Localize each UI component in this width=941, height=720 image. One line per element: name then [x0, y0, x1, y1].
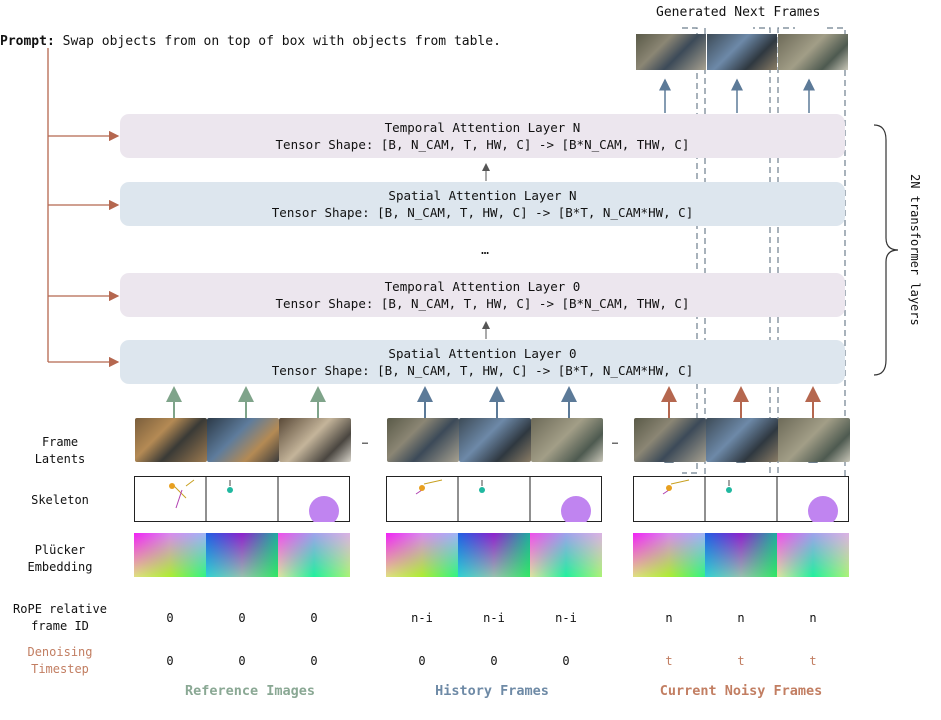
between-dots: …	[362, 436, 369, 447]
frame-image	[778, 418, 850, 462]
layer-title: Temporal Attention Layer 0	[384, 279, 581, 294]
denoising-label: Denoising Timestep	[0, 644, 120, 678]
plucker-map	[206, 533, 278, 577]
rope-value: n	[665, 611, 673, 625]
rope-value: n-i	[483, 611, 505, 625]
label-line: Frame	[41, 435, 79, 449]
plucker-map	[530, 533, 602, 577]
generated-frame-image	[707, 34, 777, 70]
reference-skeleton	[134, 476, 350, 522]
temporal-attention-layer-0: Temporal Attention Layer 0 Tensor Shape:…	[120, 273, 845, 317]
generated-frame-image	[778, 34, 848, 70]
reference-frames	[135, 418, 351, 462]
frame-latents-label: Frame Latents	[0, 434, 120, 468]
frame-image	[531, 418, 603, 462]
between-dots: …	[612, 436, 619, 447]
history-frames	[387, 418, 603, 462]
rope-value: 0	[166, 611, 174, 625]
prompt-label: Prompt:	[0, 34, 55, 49]
timestep-value: 0	[310, 654, 318, 668]
layer-title: Temporal Attention Layer N	[384, 120, 581, 135]
label-line: Latents	[34, 452, 86, 466]
spatial-attention-layer-n: Spatial Attention Layer N Tensor Shape: …	[120, 182, 845, 226]
reference-images-title: Reference Images	[184, 683, 316, 699]
rope-value: n-i	[411, 611, 433, 625]
frame-image	[706, 418, 778, 462]
frame-image	[207, 418, 279, 462]
current-noisy-frames-title: Current Noisy Frames	[659, 683, 823, 699]
transformer-layers-label: 2N transformer layers	[908, 174, 922, 326]
label-line: frame ID	[31, 619, 89, 633]
generated-frames	[636, 34, 850, 70]
spatial-attention-layer-0: Spatial Attention Layer 0 Tensor Shape: …	[120, 340, 845, 384]
layer-title: Spatial Attention Layer 0	[388, 346, 577, 361]
reference-timestep: 0 0 0	[134, 654, 350, 668]
plucker-map	[386, 533, 458, 577]
layer-shape: Tensor Shape: [B, N_CAM, T, HW, C] -> [B…	[275, 296, 690, 311]
rope-label: RoPE relative frame ID	[0, 601, 120, 635]
layer-shape: Tensor Shape: [B, N_CAM, T, HW, C] -> [B…	[271, 363, 694, 378]
skeleton-label: Skeleton	[31, 493, 89, 507]
frame-image	[634, 418, 706, 462]
timestep-value: 0	[418, 654, 426, 668]
timestep-value: t	[737, 654, 745, 668]
frame-image	[135, 418, 207, 462]
timestep-value: t	[665, 654, 673, 668]
rope-value: 0	[310, 611, 318, 625]
plucker-label: Plücker Embedding	[0, 542, 120, 576]
rope-value: n-i	[555, 611, 577, 625]
generated-frames-title: Generated Next Frames	[656, 5, 821, 20]
reference-rope: 0 0 0	[134, 611, 350, 625]
temporal-attention-layer-n: Temporal Attention Layer N Tensor Shape:…	[120, 114, 845, 158]
layer-title: Spatial Attention Layer N	[388, 188, 577, 203]
plucker-map	[777, 533, 849, 577]
frame-image	[459, 418, 531, 462]
current-rope: n n n	[633, 611, 849, 625]
plucker-map	[134, 533, 206, 577]
plucker-map	[705, 533, 777, 577]
plucker-map	[458, 533, 530, 577]
layers-ellipsis: …	[481, 243, 489, 258]
history-skeleton	[386, 476, 602, 522]
label-line: Plücker	[34, 543, 86, 557]
rope-value: n	[809, 611, 817, 625]
timestep-value: t	[809, 654, 817, 668]
history-plucker	[386, 533, 602, 577]
frame-image	[279, 418, 351, 462]
history-rope: n-i n-i n-i	[386, 611, 602, 625]
rope-value: 0	[238, 611, 246, 625]
history-frames-title: History Frames	[435, 683, 549, 699]
reference-plucker	[134, 533, 350, 577]
timestep-value: 0	[562, 654, 570, 668]
prompt-body: Swap objects from on top of box with obj…	[54, 34, 501, 49]
layer-shape: Tensor Shape: [B, N_CAM, T, HW, C] -> [B…	[271, 205, 694, 220]
rope-value: n	[737, 611, 745, 625]
timestep-value: 0	[238, 654, 246, 668]
plucker-map	[278, 533, 350, 577]
timestep-value: 0	[166, 654, 174, 668]
prompt-text: Prompt: Swap objects from on top of box …	[0, 34, 501, 49]
plucker-map	[633, 533, 705, 577]
current-timestep: t t t	[633, 654, 849, 668]
current-skeleton	[633, 476, 849, 522]
current-plucker	[633, 533, 849, 577]
history-timestep: 0 0 0	[386, 654, 602, 668]
frame-image	[387, 418, 459, 462]
label-line: RoPE relative	[13, 602, 107, 616]
label-line: Embedding	[27, 560, 93, 574]
current-frames	[634, 418, 850, 462]
timestep-value: 0	[490, 654, 498, 668]
layer-shape: Tensor Shape: [B, N_CAM, T, HW, C] -> [B…	[275, 137, 690, 152]
label-line: Denoising	[27, 645, 93, 659]
label-line: Timestep	[31, 662, 89, 676]
generated-frame-image	[636, 34, 706, 70]
